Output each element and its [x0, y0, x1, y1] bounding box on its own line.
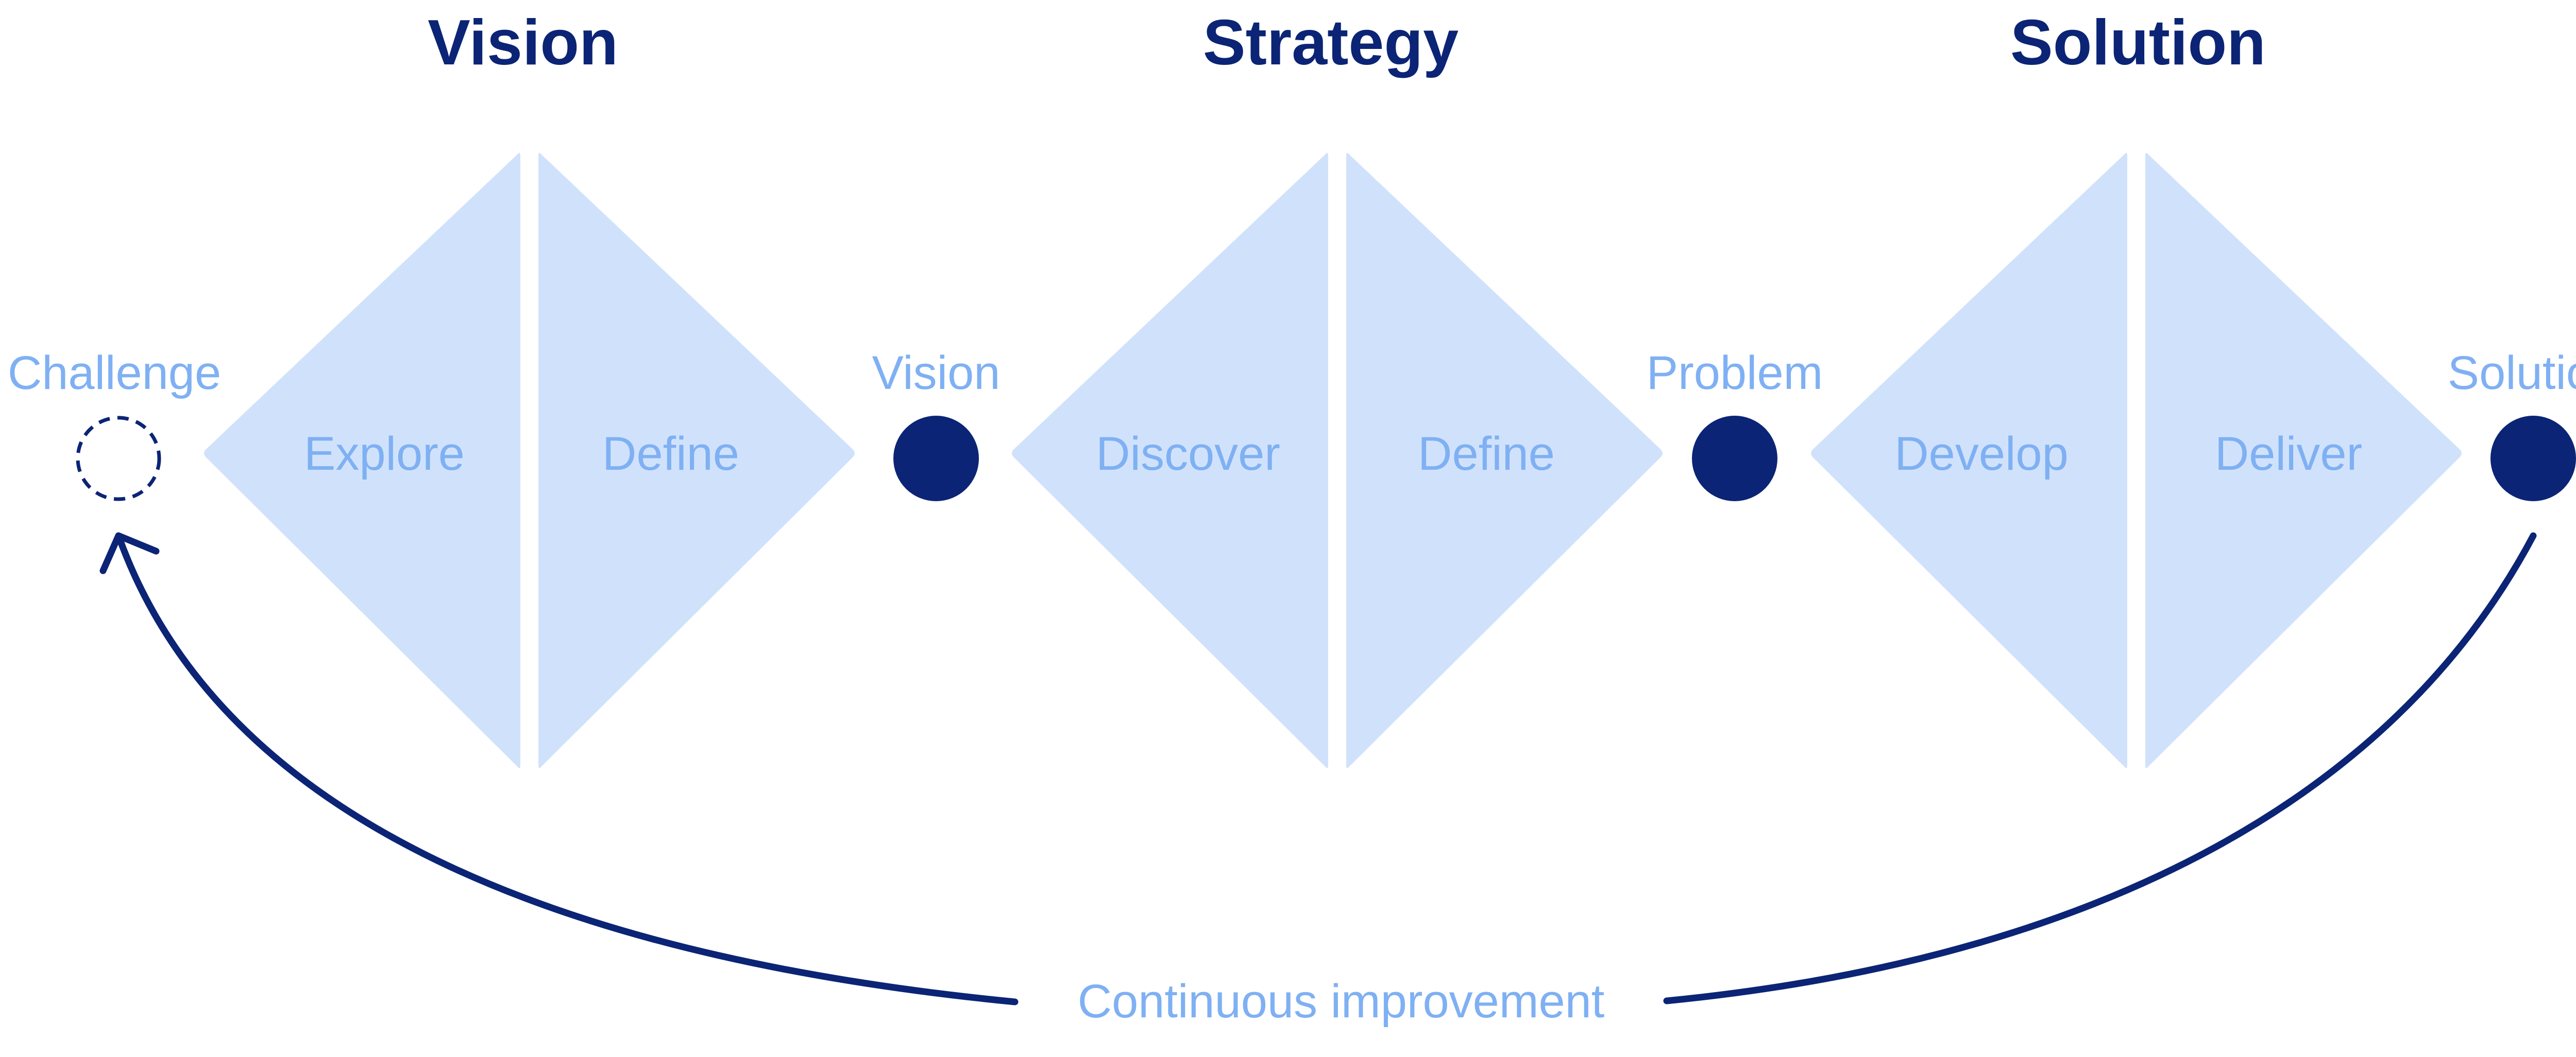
- diamond-label-discover: Discover: [1096, 428, 1280, 480]
- converge-triangle-deliver: [2145, 152, 2462, 769]
- phase-diamond-vision: Explore Define: [204, 152, 855, 769]
- milestone-label-vision: Vision: [872, 347, 1001, 399]
- phase-heading-vision: Vision: [428, 7, 618, 78]
- arrow-up-left-icon: [99, 532, 160, 574]
- loop-label-continuous-improvement: Continuous improvement: [1078, 975, 1605, 1028]
- phase-heading-solution: Solution: [2010, 7, 2266, 78]
- diamond-label-develop: Develop: [1894, 428, 2069, 480]
- converge-triangle-define: [538, 152, 855, 769]
- milestone-label-solution: Solution: [2448, 347, 2576, 399]
- diverge-triangle-develop: [1811, 152, 2127, 769]
- phase-diamond-solution: Develop Deliver: [1811, 152, 2462, 769]
- converge-triangle-define: [1346, 152, 1663, 769]
- milestone-challenge-dashed-circle: [76, 416, 161, 501]
- milestone-vision-dot: [893, 416, 979, 501]
- diverge-triangle-explore: [204, 152, 520, 769]
- diamond-label-deliver: Deliver: [2215, 428, 2362, 480]
- milestone-problem-dot: [1692, 416, 1777, 501]
- loop-arc-right: [1663, 532, 2537, 1004]
- milestone-label-problem: Problem: [1647, 347, 1823, 399]
- loop-arc-left: [115, 532, 1019, 1005]
- milestone-label-challenge: Challenge: [8, 347, 221, 399]
- diverge-triangle-discover: [1012, 152, 1328, 769]
- phase-diamond-strategy: Discover Define: [1012, 152, 1663, 769]
- diamond-label-define: Define: [1418, 428, 1555, 480]
- diamond-label-explore: Explore: [304, 428, 465, 480]
- diamond-label-define: Define: [602, 428, 739, 480]
- milestone-solution-dot: [2490, 416, 2576, 501]
- phase-heading-strategy: Strategy: [1203, 7, 1459, 78]
